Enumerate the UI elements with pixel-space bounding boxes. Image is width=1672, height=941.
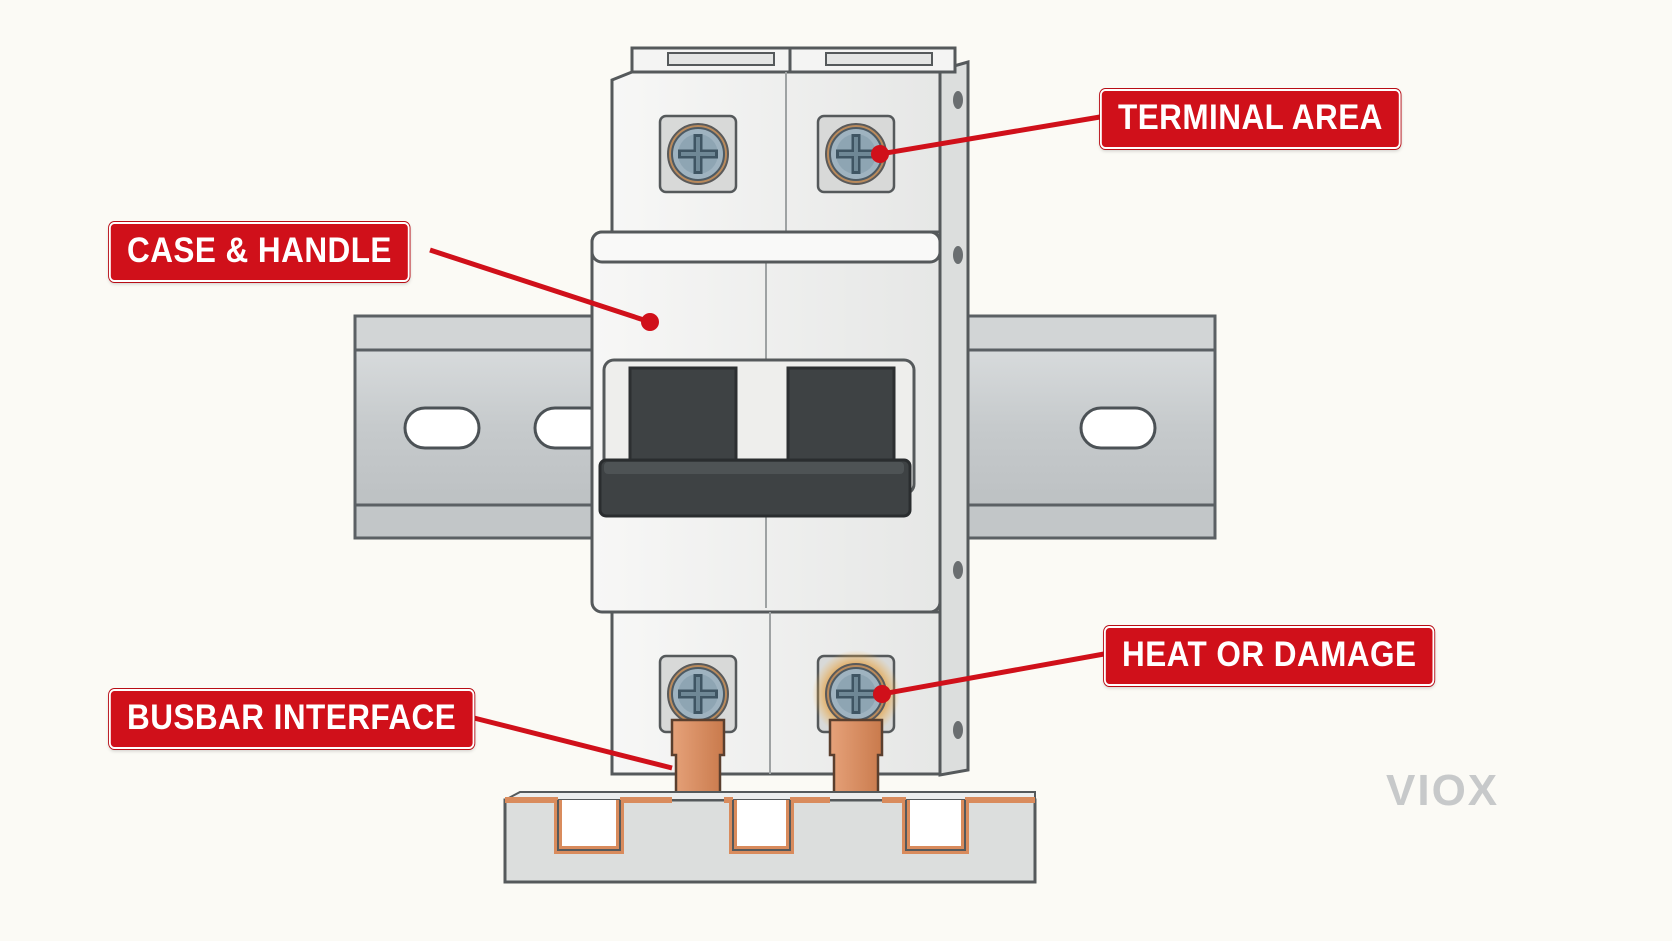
screw-icon bbox=[667, 123, 729, 185]
circuit-breaker bbox=[590, 46, 970, 777]
viox-logo: VIOX bbox=[1386, 766, 1499, 815]
callout-case-handle: CASE & HANDLE bbox=[109, 222, 410, 282]
callout-dot-heat bbox=[873, 685, 891, 703]
callout-dot-terminal bbox=[871, 145, 889, 163]
callout-dot-case bbox=[641, 313, 659, 331]
din-rail-slot-icon bbox=[1079, 406, 1157, 450]
callout-terminal-area: TERMINAL AREA bbox=[1100, 89, 1401, 149]
toggle-handle bbox=[598, 358, 916, 518]
din-rail-slot-icon bbox=[403, 406, 481, 450]
screw-icon bbox=[667, 663, 729, 725]
busbar-comb bbox=[503, 791, 1037, 884]
svg-text:VIOX: VIOX bbox=[1386, 766, 1499, 815]
callout-heat-damage: HEAT OR DAMAGE bbox=[1104, 626, 1435, 686]
callout-busbar-interface: BUSBAR INTERFACE bbox=[109, 689, 475, 749]
leader-lines bbox=[429, 114, 1105, 771]
